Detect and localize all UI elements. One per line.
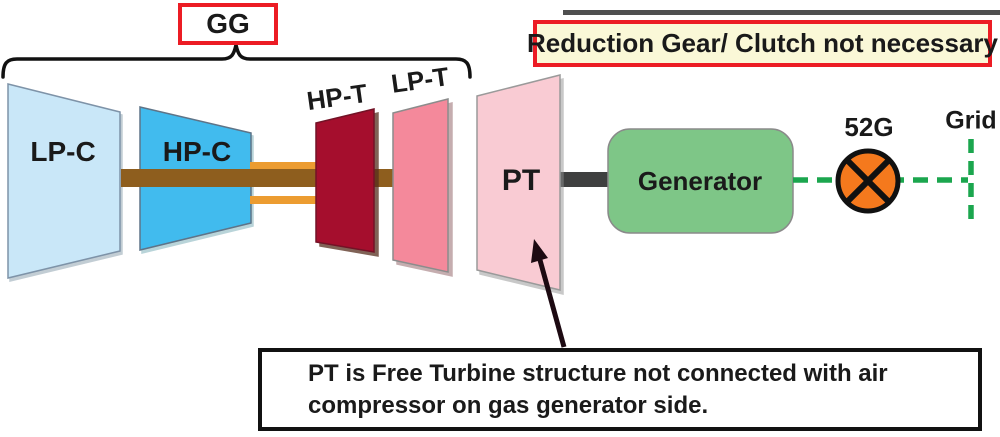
breaker-cross-line-2 bbox=[844, 157, 892, 205]
banner-text: Reduction Gear/ Clutch not necessary bbox=[527, 28, 999, 58]
note-line-1: PT is Free Turbine structure not connect… bbox=[308, 359, 888, 387]
lp-compressor-shape bbox=[7, 83, 121, 279]
hp-compressor-label: HP-C bbox=[162, 136, 232, 167]
hp-spool-shaft-top bbox=[250, 162, 320, 170]
gg-brace bbox=[1, 44, 472, 79]
hp-spool-shaft-bottom bbox=[250, 196, 320, 204]
power-turbine-label: PT bbox=[501, 164, 541, 197]
power-turbine-shape bbox=[476, 74, 561, 291]
hp-turbine-label: HP-T bbox=[304, 77, 370, 117]
gg-label: GG bbox=[206, 8, 250, 39]
lp-compressor-label: LP-C bbox=[30, 136, 96, 167]
hp-turbine-shape bbox=[315, 108, 375, 253]
generator-label: Generator bbox=[637, 166, 763, 196]
breaker-label: 52G bbox=[844, 112, 894, 142]
grid-label: Grid bbox=[945, 106, 997, 135]
banner-shadow bbox=[563, 10, 1000, 15]
gg-label-box: GG bbox=[178, 3, 278, 45]
lp-turbine-label: LP-T bbox=[389, 61, 451, 99]
pt-shaft bbox=[556, 172, 612, 187]
lp-turbine-shape bbox=[392, 98, 449, 273]
note-line-2: compressor on gas generator side. bbox=[308, 391, 709, 419]
note-arrow-head bbox=[531, 239, 548, 263]
reduction-gear-banner: Reduction Gear/ Clutch not necessary bbox=[527, 20, 998, 67]
note-arrow-line bbox=[537, 259, 567, 348]
note-box: PT is Free Turbine structure not connect… bbox=[258, 348, 982, 431]
